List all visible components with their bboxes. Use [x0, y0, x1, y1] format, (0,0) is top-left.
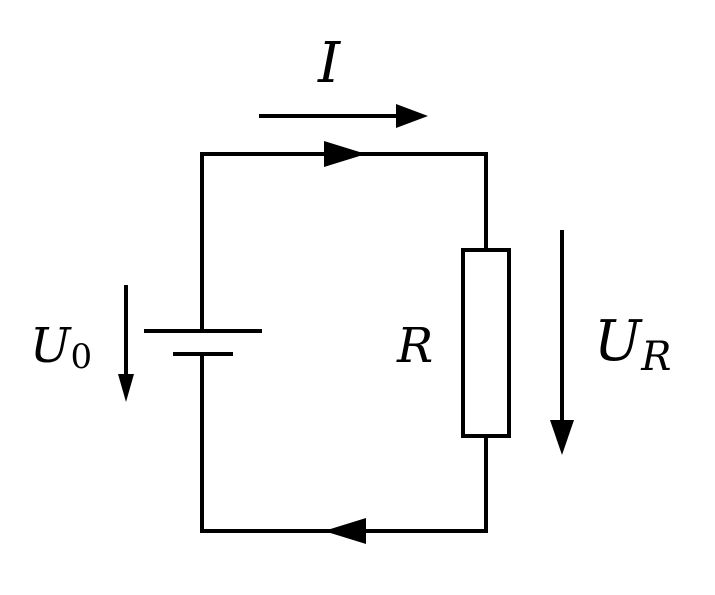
source-voltage-arrow [118, 285, 134, 402]
resistor-voltage-label: UR [594, 309, 671, 380]
current-direction-arrow-bottom [324, 518, 366, 544]
resistor-voltage-label-subscript: R [640, 334, 671, 380]
source-voltage-label-subscript: 0 [70, 337, 92, 377]
circuit-wires [200, 152, 488, 533]
resistor-voltage-label-main: U [594, 309, 643, 374]
resistor-voltage-arrow-head [550, 420, 574, 455]
source-voltage-arrow-head [118, 374, 134, 402]
resistor-symbol [461, 248, 511, 438]
resistor-voltage-arrow [550, 230, 574, 455]
battery-symbol [144, 329, 262, 356]
source-voltage-label: U0 [30, 318, 92, 377]
source-voltage-label-main: U [30, 318, 72, 374]
current-label: I [317, 31, 342, 96]
current-direction-arrow-top [324, 141, 366, 167]
resistor-label: R [396, 318, 433, 374]
current-arrow [259, 104, 428, 128]
current-arrow-head [396, 104, 428, 128]
